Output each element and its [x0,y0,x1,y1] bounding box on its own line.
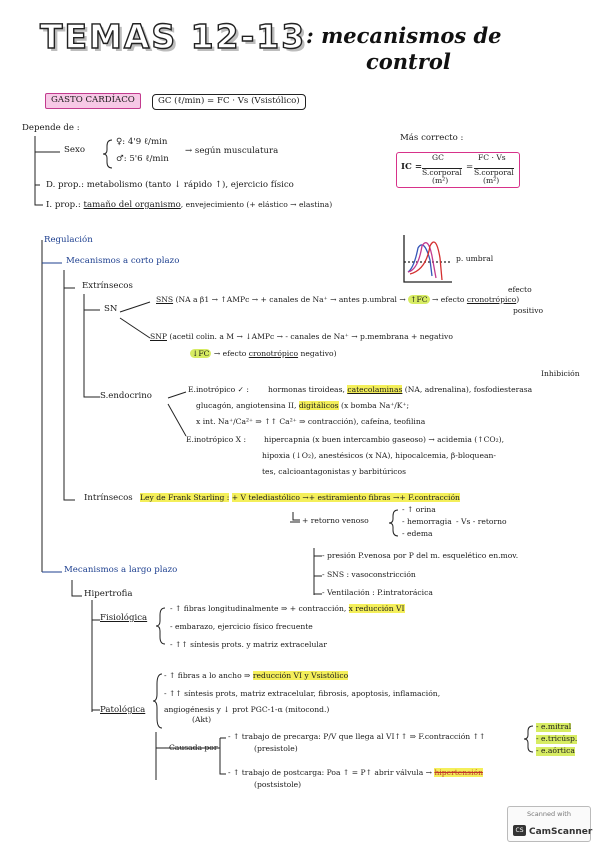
precarga-note: (presistole) [254,744,298,753]
einot-pos-line1: hormonas tiroideas, catecolaminas (NA, a… [268,385,533,394]
action-potential-graph [403,235,452,283]
hipertrofia-label: Hipertrofia [84,589,133,599]
retorno-venoso: + retorno venoso [302,516,369,525]
presion-venosa-line: - presión P.venosa por P del m. esquelét… [322,551,519,560]
ventilacion-line: - Ventilación : P.intratorácica [322,588,433,597]
depende-label: Depende de : [22,123,80,133]
ic-unit2: (m²) [483,176,500,185]
hemorragia-item: - hemorragia [402,517,452,526]
page-title: TEMAS 12-13 [39,17,307,56]
mas-correcto-label: Más correcto : [400,133,464,143]
extrinsecos-label: Extrínsecos [82,281,133,291]
female-value: ♀: 4'9 ℓ/min [116,137,168,147]
pato-line2: - ↑↑ síntesis prots, matriz extracelular… [164,689,441,698]
regulacion-label: Regulación [44,235,93,245]
ic-eq: = [466,162,474,172]
fisio-line1: - ↑ fibras longitudinalmente ⇒ + contrac… [170,604,405,613]
postcarga-note: (postsistole) [254,780,302,789]
einot-pos-line3: x int. Na⁺/Ca²⁺ ⇒ ↑↑ Ca²⁺ ⇒ contracción)… [196,417,426,426]
sexo-label: Sexo [64,145,85,155]
iprop-line: I. prop.: tamaño del organismo, envejeci… [46,200,333,210]
gasto-cardiaco-formula: GC (ℓ/min) = FC · Vs (Vsistólico) [152,94,306,110]
page-subtitle-line1: : mecanismos de [306,23,502,48]
einot-neg-line2: hipoxia (↓O₂), anestésicos (x NA), hipoc… [262,451,496,460]
einotropico-positivo-label: E.inotrópico ✓ : [188,385,249,394]
snp-line: SNP (acetil colin. a M → ↓AMPc → - canal… [150,332,453,341]
intrinsecos-label: Intrínsecos [84,493,133,503]
ic-label: IC = [401,162,423,172]
ic-num2: FC · Vs [478,153,506,162]
camscanner-logo-icon: CS [513,825,526,836]
efecto-label: efecto [508,285,532,294]
pato-line3-note: (Akt) [192,715,212,724]
einot-neg-line3: tes, calcioantagonistas y barbitúricos [262,467,407,476]
einotropico-negativo-label: E.inotrópico X : [186,435,247,444]
valve-mitral: - e.mitral [536,722,572,732]
ic-den1: S.corporal [422,168,462,177]
vs-retorno: - Vs - retorno [456,517,507,526]
valve-aortica: - e.aórtica [536,746,575,756]
page-subtitle-line2: control [366,49,451,74]
indice-cardiaco-formula [396,152,520,188]
einot-neg-line1: hipercapnia (x buen intercambio gaseoso)… [264,435,505,444]
largo-plazo-label: Mecanismos a largo plazo [64,565,178,575]
edema-item: - edema [402,529,433,538]
pato-line3: angiogénesis y ↓ prot PGC-1-α (mitocond.… [164,705,330,714]
dprop-line: D. prop.: metabolismo (tanto ↓ rápido ↑)… [46,180,294,190]
gasto-cardiaco-label: GASTO CARDÍACO [45,93,141,109]
sendocrino-label: S.endocrino [100,391,152,401]
sn-label: SN [104,304,118,314]
fisio-line2: - embarazo, ejercicio físico frecuente [170,622,313,631]
orina-item: - ↑ orina [402,505,436,514]
valve-tricuspide: - e.tricúsp. [536,734,578,744]
corto-plazo-label: Mecanismos a corto plazo [66,256,180,266]
male-value: ♂: 5'6 ℓ/min [116,154,169,164]
sns-vaso-line: - SNS : vasoconstricción [322,570,416,579]
scanned-with-label: Scanned with [527,810,571,818]
precarga-line: - ↑ trabajo de precarga: P/V que llega a… [228,732,486,741]
camscanner-brand: CamScanner [529,827,593,837]
muscle-note: → según musculatura [185,146,279,156]
einot-pos-line2: glucagón, angiotensina II, digitálicos (… [196,401,410,410]
ic-den2: S.corporal [474,168,514,177]
ic-num1: GC [432,153,444,162]
positivo-label: positivo [513,306,544,315]
fisio-line3: - ↑↑ síntesis prots. y matriz extracelul… [170,640,327,649]
frank-starling-line: Ley de Frank Starling : + V telediastóli… [140,493,460,502]
ic-unit1: (m²) [432,176,449,185]
fisiologica-label: Fisiológica [100,613,148,623]
pato-line1: - ↑ fibras a lo ancho ⇒ reducción VI y V… [164,671,349,680]
inhibicion-note: Inhibición [541,369,580,378]
snp-line2: ↓FC → efecto cronotrópico negativo) [190,349,337,358]
postcarga-line: - ↑ trabajo de postcarga: Poa ↑ = P↑ abr… [228,768,483,777]
patologica-label: Patológica [100,705,146,715]
causada-por-label: - Causada por [164,743,218,752]
sns-line: SNS (NA a β1 → ↑AMPc → + canales de Na⁺ … [156,295,520,304]
camscanner-badge: Scanned with CS CamScanner [507,806,593,842]
umbral-label: p. umbral [456,254,494,263]
